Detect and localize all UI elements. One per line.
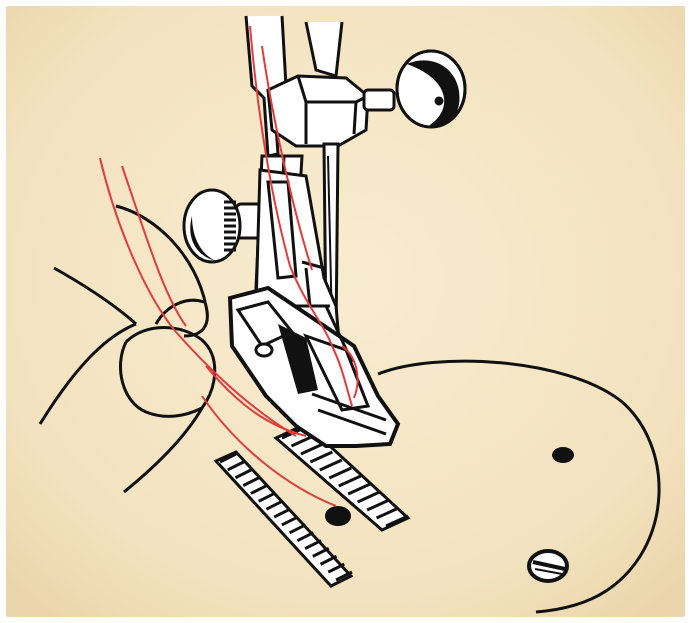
bobbin-hole-icon — [325, 506, 351, 526]
sewing-machine-illustration — [6, 6, 685, 617]
paper-background — [6, 6, 685, 617]
plate-hole-icon — [552, 447, 574, 463]
